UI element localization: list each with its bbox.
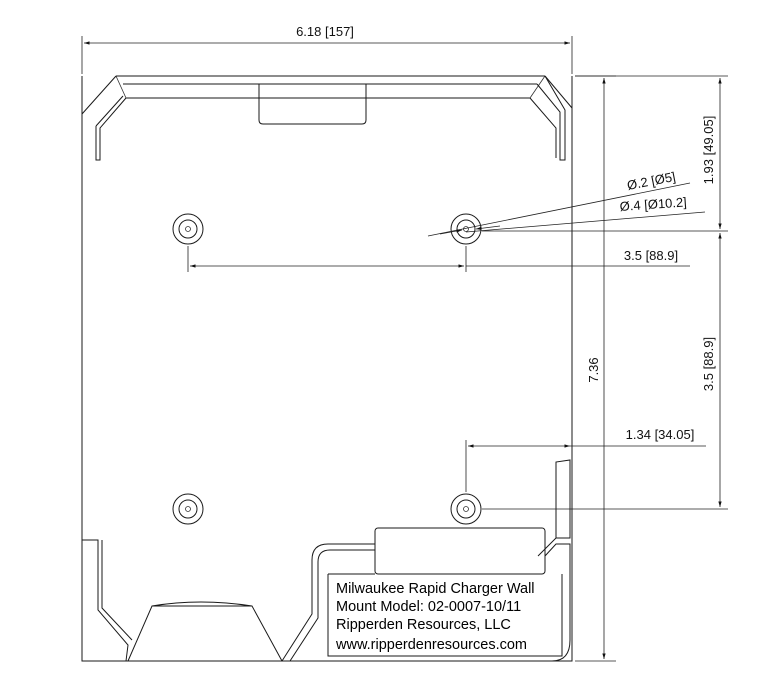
right-top-rail bbox=[529, 75, 573, 161]
dim-text-edge-to-hole: 1.34 [34.05] bbox=[626, 427, 695, 442]
right-lower-rail bbox=[537, 459, 571, 557]
label-line-4: www.ripperdenresources.com bbox=[335, 637, 527, 653]
plate-outline bbox=[81, 75, 573, 662]
label-line-2: Mount Model: 02-0007-10/11 bbox=[336, 599, 521, 615]
diameter-leaders bbox=[427, 182, 706, 237]
dimension-top-to-hole bbox=[482, 75, 728, 232]
label-line-3: Ripperden Resources, LLC bbox=[336, 617, 511, 633]
dimension-hole-spacing-h bbox=[187, 246, 690, 272]
dim-text-overall-width: 6.18 [157] bbox=[296, 24, 354, 39]
dim-text-small-diameter: Ø.2 [Ø5] bbox=[626, 169, 677, 193]
dimension-overall-width bbox=[81, 36, 573, 74]
dimension-edge-to-hole bbox=[465, 440, 706, 492]
bottom-left-rail bbox=[82, 539, 375, 662]
dim-text-large-diameter: Ø.4 [Ø10.2] bbox=[619, 194, 687, 214]
dim-text-hole-spacing-h: 3.5 [88.9] bbox=[624, 248, 678, 263]
dimension-hole-spacing-v bbox=[482, 233, 728, 510]
left-top-rail bbox=[81, 75, 127, 161]
hole-bottom-left bbox=[172, 493, 204, 525]
bottom-block bbox=[327, 527, 571, 662]
dim-text-hole-spacing-v: 3.5 [88.9] bbox=[701, 337, 716, 391]
dim-text-overall-height: 7.36 bbox=[586, 357, 601, 382]
product-label: Milwaukee Rapid Charger Wall Mount Model… bbox=[335, 581, 535, 653]
hole-top-left bbox=[172, 213, 204, 245]
dim-text-top-to-hole: 1.93 [49.05] bbox=[701, 116, 716, 185]
hole-bottom-right bbox=[450, 493, 482, 525]
label-line-1: Milwaukee Rapid Charger Wall bbox=[336, 581, 535, 597]
